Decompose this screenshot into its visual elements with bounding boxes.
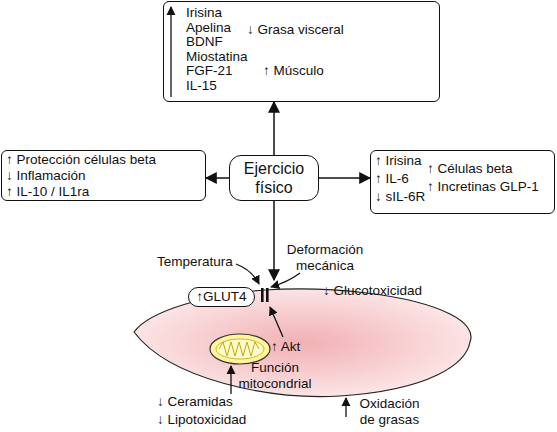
annotation-label: Temperatura [157,254,233,270]
node-text: FGF-21 [186,63,233,79]
node-text: ↑GLUT4 [196,289,246,305]
glut4-box: ↑GLUT4 [188,287,255,307]
node-text: Irisina [186,5,222,21]
annotation-label: Deformación mecánica [280,242,370,274]
annotation-label: ↓ Ceramidas [157,394,233,410]
node-text: ↑ Irisina [375,153,422,169]
node-text: Ejercicio físico [230,159,318,197]
node-text: ↑ IL-10 / IL1ra [6,184,89,200]
connector-arrow [206,177,229,179]
node-text: IL-15 [186,78,217,94]
increase-arrow [345,398,346,417]
connector-arrow [273,201,275,280]
node-text: ↓ Grasa visceral [247,22,344,38]
node-text: Miostatina [186,49,248,65]
node-text: ↑ Incretinas GLP-1 [427,179,539,195]
node-text: ↓ Inflamación [6,168,86,184]
annotation-label: ↓ Glucotoxicidad [323,283,422,299]
node-text: Apelina [186,20,231,36]
connector-arrow [273,102,275,155]
node-text: ↑ IL-6 [375,171,409,187]
node-text: ↑ Akt [271,339,300,355]
node-text: ↑ Músculo [263,63,324,79]
connector-arrow [319,177,370,179]
node-text: Función mitocondrial [233,360,317,392]
effects-box: ↑ Protección células beta↓ Inflamación↑ … [1,150,206,201]
node-text: BDNF [186,34,223,50]
effects-box: ↑ Irisina ↑ IL-6 ↓ sIL-6R↑ Células beta ↑ I… [370,150,555,214]
node-text: ↓ sIL-6R [375,189,425,205]
node-text: ↑ Células beta [427,161,513,177]
leader-arrow [236,264,259,284]
effects-box: IrisinaApelinaBDNFMiostatinaFGF-21IL-15 ↓… [163,1,440,102]
annotation-label: ↓ Lipotoxicidad [157,412,246,428]
node-text: ↑ Protección células beta [6,152,156,168]
leader-arrow [271,273,300,287]
muscle-cell: ↑ AktFunción mitocondrial [130,280,475,400]
annotation-label: Oxidación de grasas [352,396,427,428]
exercise-box: Ejercicio físico [229,155,319,201]
